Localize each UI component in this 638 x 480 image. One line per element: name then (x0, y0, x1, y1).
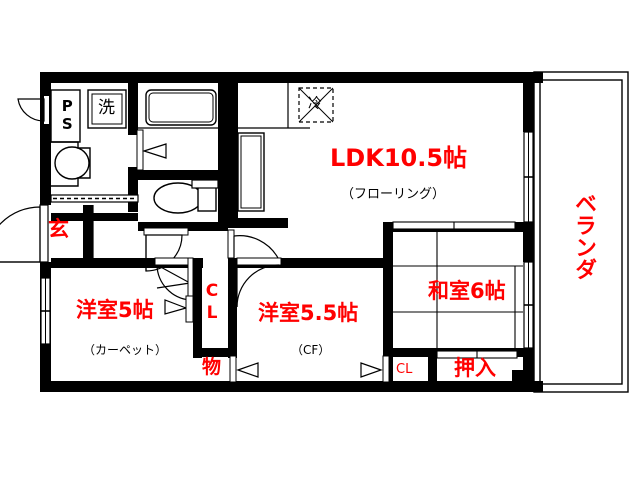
room-label-ldk: LDK10.5帖 (330, 144, 468, 172)
marker-closet-cl2: CL (396, 362, 413, 377)
room-label-veranda: ベランダ (571, 192, 596, 280)
door-yoshitsu55[interactable] (236, 257, 282, 308)
room-label-washitsu: 和室6帖 (428, 279, 506, 303)
room-sub-yoshitsu5: （カーペット） (83, 343, 168, 357)
marker-oshiire: 押入 (454, 356, 496, 380)
room-label-yoshitsu5: 洋室5帖 (76, 298, 154, 322)
door-yoshitsu5[interactable] (154, 257, 194, 303)
marker-washer: 洗 (98, 98, 115, 118)
veranda-outline (523, 71, 629, 393)
toilet (153, 179, 219, 214)
bathtub (138, 89, 228, 129)
bath-door[interactable] (136, 129, 167, 171)
washroom-sliding-door[interactable] (50, 194, 139, 203)
ps-door-swing (17, 98, 45, 122)
marker-pipe-shaft: PS (58, 97, 77, 137)
door-corridor[interactable] (227, 229, 279, 259)
washbasin (51, 141, 91, 187)
marker-closet-cl: CL (202, 281, 222, 325)
marker-genkan: 玄 (48, 217, 69, 241)
marker-fridge: 冷 (308, 96, 322, 112)
oshiire-doors[interactable] (436, 350, 518, 359)
washer-box (87, 89, 127, 129)
room-sub-ldk: （フローリング） (341, 187, 446, 202)
closet-cl2-door[interactable] (360, 355, 390, 383)
pipe-shaft-text: PS (58, 97, 77, 133)
partition-ldk-washitsu[interactable] (392, 221, 516, 230)
window-yoshitsu5[interactable] (40, 277, 51, 345)
storage-mono-door[interactable] (229, 355, 259, 383)
room-sub-yoshitsu55: （CF） (291, 343, 331, 357)
room-label-yoshitsu55: 洋室5.5帖 (258, 301, 359, 325)
sliding-door-washitsu-veranda[interactable] (523, 261, 534, 349)
sliding-door-ldk-veranda[interactable] (523, 131, 534, 223)
entrance-door[interactable] (0, 204, 49, 263)
fridge-marker (298, 87, 334, 123)
tatami-lines (393, 232, 523, 348)
kitchen-counter (237, 83, 310, 212)
marker-storage: 物 (202, 356, 222, 378)
closet-cl-door[interactable] (164, 257, 194, 323)
